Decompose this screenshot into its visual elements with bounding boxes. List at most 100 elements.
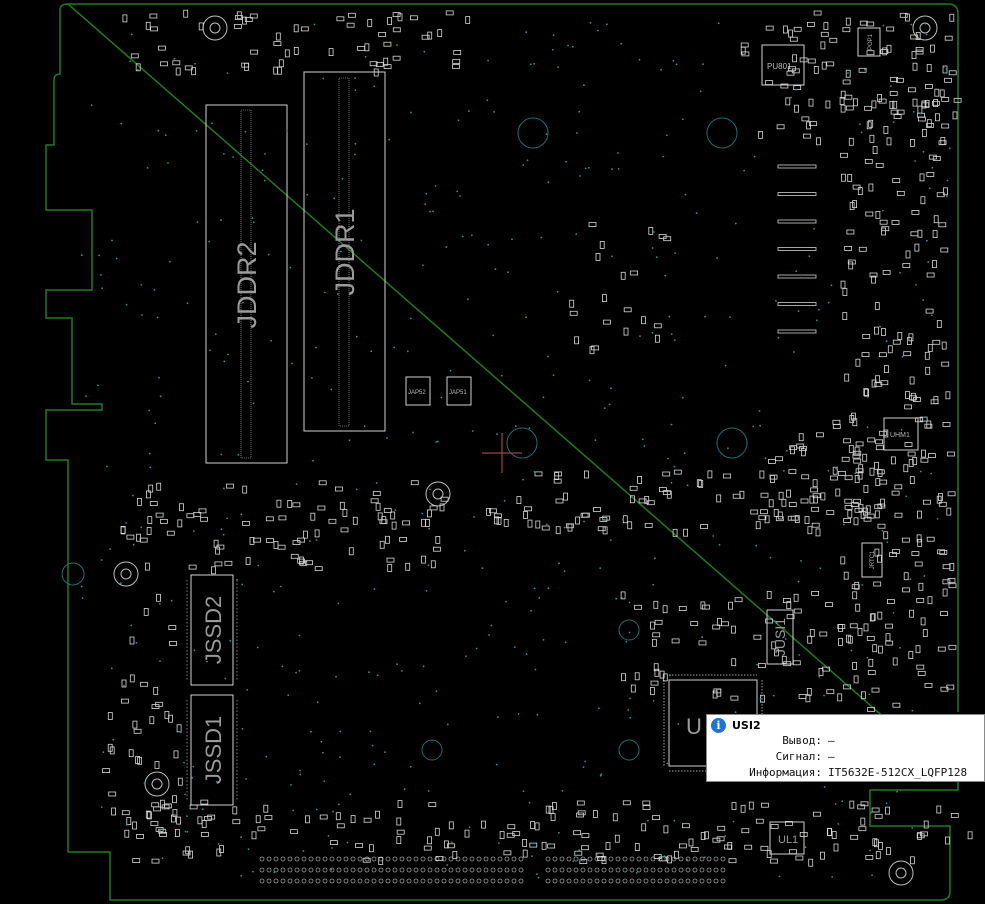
pop1-part[interactable] — [857, 27, 881, 57]
smd-part — [198, 508, 207, 514]
smd-part — [886, 26, 895, 32]
via — [157, 129, 160, 132]
smd-part — [427, 31, 433, 40]
smd-part — [662, 673, 668, 682]
smd-part — [588, 222, 597, 227]
jusi1-connector[interactable] — [766, 609, 794, 665]
smd-part — [843, 571, 849, 580]
smd-part — [875, 478, 881, 487]
smd-part — [575, 516, 580, 525]
via — [912, 111, 915, 113]
via — [547, 587, 550, 590]
jddr1-slot[interactable] — [303, 71, 386, 432]
smd-part — [314, 529, 320, 538]
jap51-part[interactable] — [446, 376, 472, 406]
smd-part — [870, 613, 876, 621]
smd-part — [848, 137, 854, 146]
smd-part — [553, 478, 562, 484]
smd-part — [774, 648, 779, 657]
header-pin — [594, 867, 600, 873]
smd-part — [297, 537, 306, 543]
smd-part — [854, 507, 863, 513]
smd-part — [877, 611, 883, 620]
smd-part — [437, 29, 443, 38]
header-pin — [552, 878, 558, 884]
smd-part — [352, 516, 358, 525]
via — [80, 585, 83, 588]
smd-part — [642, 805, 651, 810]
jrtc1-part[interactable] — [861, 542, 883, 578]
via — [701, 636, 704, 639]
via — [540, 236, 543, 239]
via — [375, 482, 378, 484]
smd-part — [193, 512, 202, 517]
via — [505, 600, 507, 603]
smd-part — [363, 817, 372, 823]
via — [242, 301, 244, 304]
jap52-part[interactable] — [405, 376, 431, 406]
via — [240, 836, 243, 839]
smd-part — [612, 813, 618, 822]
smd-part — [292, 540, 301, 545]
smd-part — [924, 351, 930, 360]
via — [899, 646, 901, 649]
via — [222, 533, 225, 536]
smd-part — [855, 603, 861, 612]
smd-part — [159, 519, 168, 524]
smd-part — [765, 618, 773, 624]
via — [525, 316, 527, 319]
via — [795, 88, 797, 91]
smd-part — [683, 528, 688, 537]
jddr2-slot[interactable] — [205, 104, 288, 464]
smd-part — [890, 109, 899, 115]
via — [866, 656, 869, 659]
ul1-chip[interactable] — [769, 821, 805, 855]
smd-part — [653, 663, 659, 672]
via — [948, 147, 951, 150]
smd-part — [867, 707, 875, 712]
via — [603, 407, 606, 409]
via — [305, 143, 308, 146]
via — [638, 58, 641, 61]
smd-part — [630, 495, 635, 504]
smd-part — [946, 507, 952, 516]
smd-part — [857, 804, 866, 810]
via — [215, 781, 218, 783]
smd-part — [445, 10, 454, 16]
smd-part — [707, 470, 713, 479]
header-pin — [259, 878, 265, 884]
via — [140, 284, 143, 286]
smd-part — [942, 564, 951, 570]
header-pin — [497, 878, 503, 884]
smd-part — [938, 501, 947, 507]
smd-part — [550, 813, 556, 821]
header-pin — [469, 878, 475, 884]
smd-part — [789, 36, 798, 42]
via — [579, 859, 582, 861]
smd-part — [822, 666, 830, 672]
header-pin — [587, 867, 593, 873]
pu801-chip[interactable] — [761, 44, 805, 86]
via — [423, 50, 426, 53]
via — [313, 23, 316, 26]
jssd1-connector[interactable] — [190, 694, 234, 806]
smd-part — [182, 850, 191, 856]
smd-part — [877, 523, 886, 529]
smd-part — [574, 336, 579, 345]
smd-part — [883, 429, 889, 438]
smd-part — [815, 528, 821, 537]
smd-part — [847, 174, 853, 182]
smd-part — [336, 823, 345, 829]
via — [529, 63, 532, 66]
smd-part — [853, 98, 858, 107]
via — [195, 130, 198, 132]
smd-part — [859, 20, 868, 26]
smd-part — [889, 101, 895, 109]
via — [664, 274, 667, 277]
smd-part — [346, 22, 355, 28]
jssd2-connector[interactable] — [190, 574, 234, 686]
smd-part — [882, 269, 891, 275]
smd-part — [555, 526, 561, 535]
smd-part — [375, 810, 380, 819]
